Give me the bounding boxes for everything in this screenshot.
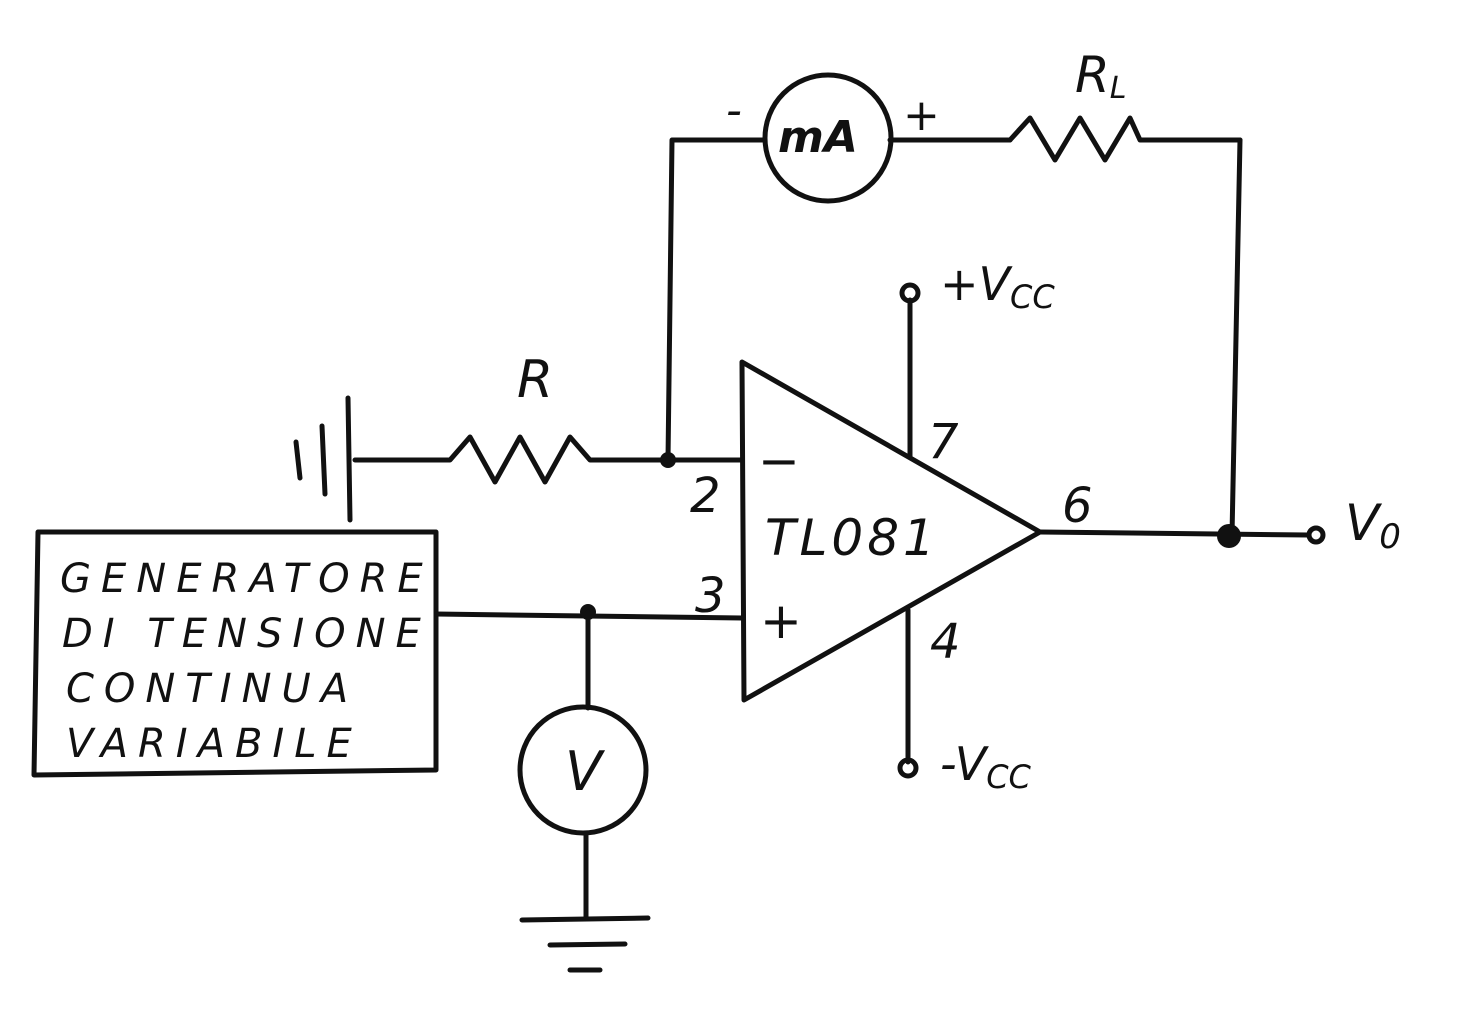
feedback-loop [665, 115, 1243, 538]
pin-6-label: 6 [1062, 478, 1093, 534]
opamp-name: TL081 [765, 509, 939, 567]
supply-positive-label: +VCC [940, 257, 1055, 316]
pin-3-label: 3 [695, 568, 726, 624]
pin-7-label: 7 [928, 414, 959, 470]
supply-negative: -VCC [897, 607, 1032, 796]
generator-line-1: GENERATORE [60, 556, 433, 602]
voltmeter: V [517, 609, 649, 921]
output-wire: V0 [1037, 494, 1401, 557]
pin-2-label: 2 [690, 468, 721, 524]
opamp-inverting-sign: − [758, 432, 800, 490]
voltmeter-symbol: V [565, 740, 606, 803]
reference-source-symbol [293, 395, 353, 523]
input-resistor: R [352, 350, 671, 485]
opamp-noninverting-sign: + [760, 592, 802, 650]
ammeter-minus-sign: - [726, 85, 742, 136]
voltage-generator: GENERATORE DI TENSIONE CONTINUA VARIABIL… [31, 529, 439, 778]
supply-positive: +VCC [899, 257, 1055, 459]
opamp: TL081 − + 2 3 6 7 4 [690, 359, 1093, 703]
generator-line-3: CONTINUA [66, 666, 358, 712]
ammeter: mA - + [726, 72, 940, 204]
output-label: V0 [1345, 494, 1401, 557]
ground-symbol [519, 915, 651, 973]
input-resistor-label: R [517, 350, 553, 410]
generator-line-4: VARIABILE [66, 721, 362, 767]
junction-output [1217, 524, 1241, 548]
ammeter-symbol: mA [778, 112, 858, 163]
generator-line-2: DI TENSIONE [62, 611, 431, 657]
load-resistor-label: RL [1075, 46, 1126, 106]
ammeter-plus-sign: + [903, 90, 940, 141]
supply-negative-label: -VCC [940, 737, 1032, 796]
pin-4-label: 4 [930, 614, 961, 670]
